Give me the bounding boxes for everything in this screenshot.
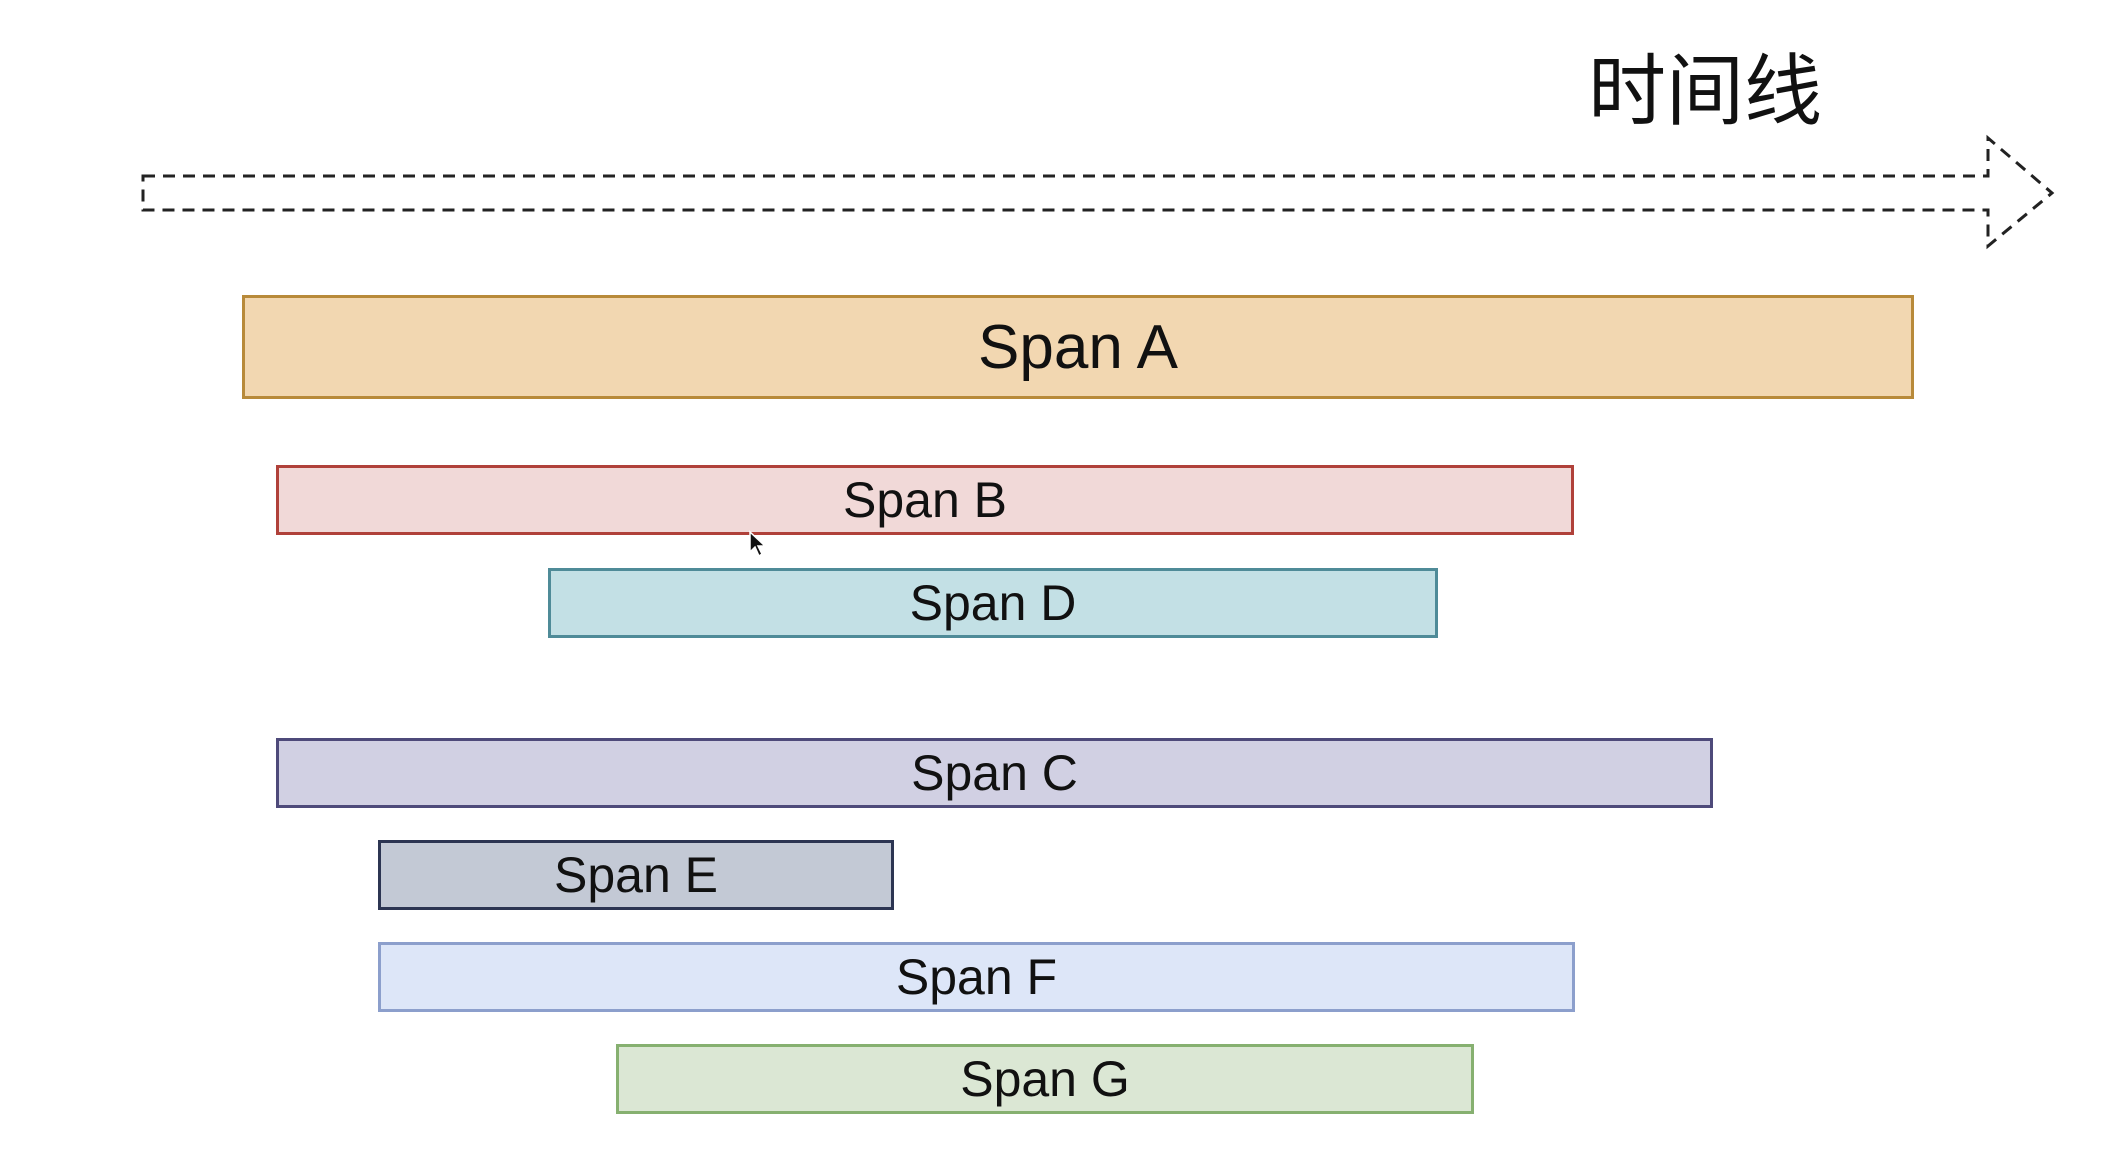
span-g-label: Span G: [960, 1051, 1130, 1107]
mouse-pointer-icon: [749, 530, 767, 558]
span-f-label: Span F: [895, 949, 1058, 1005]
span-c-label: Span C: [911, 745, 1078, 801]
span-a-label: Span A: [978, 312, 1178, 382]
timeline-label: 时间线: [1588, 47, 1823, 137]
span-c-bar: Span C: [276, 738, 1713, 808]
span-d-label: Span D: [909, 575, 1077, 631]
span-f-bar: Span F: [378, 942, 1575, 1012]
span-a-bar: Span A: [242, 295, 1914, 399]
span-g-bar: Span G: [616, 1044, 1474, 1114]
timeline-arrow-icon: [141, 134, 2055, 250]
span-e-bar: Span E: [378, 840, 894, 910]
span-b-bar: Span B: [276, 465, 1574, 535]
span-e-label: Span E: [553, 847, 718, 903]
span-d-bar: Span D: [548, 568, 1438, 638]
span-b-label: Span B: [842, 472, 1007, 528]
